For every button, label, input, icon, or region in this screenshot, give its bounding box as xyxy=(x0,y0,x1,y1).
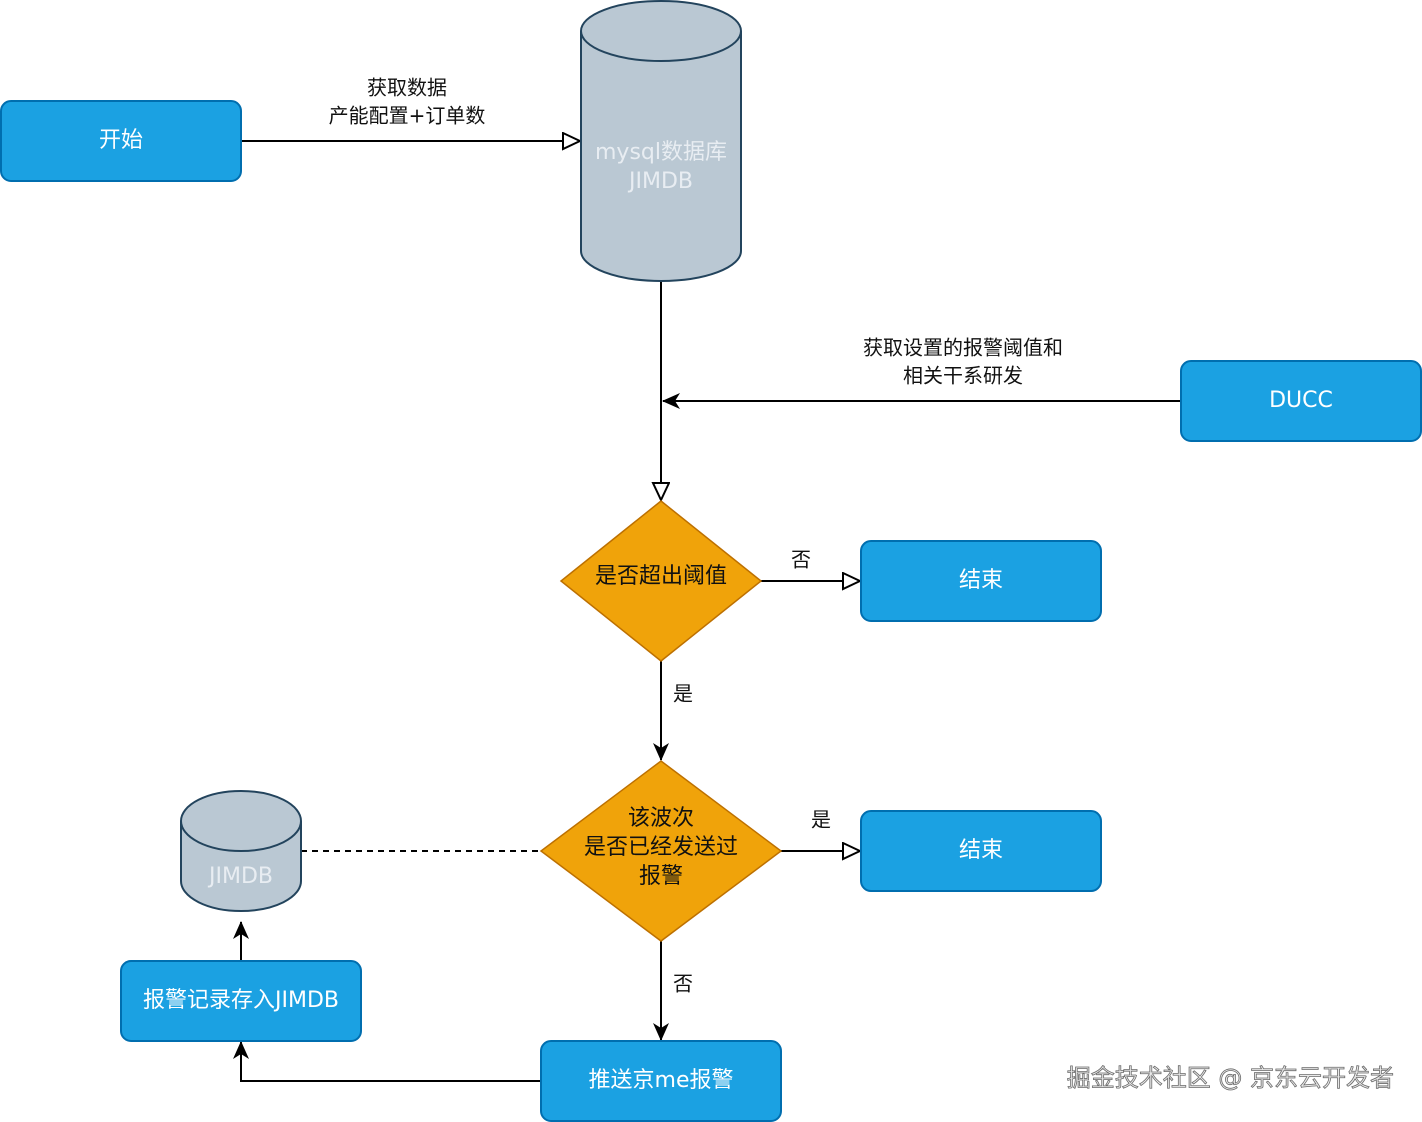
node-end-2-label: 结束 xyxy=(959,838,1003,863)
node-alert-database-label: JIMDB xyxy=(207,864,273,889)
node-main-database[interactable]: mysql数据库 JIMDB xyxy=(580,0,742,282)
edge-label-sent-no: 否 xyxy=(673,972,693,996)
watermark-text: 掘金技术社区 @ 京东云开发者 xyxy=(1067,1064,1394,1092)
node-push-alert-label: 推送京me报警 xyxy=(589,1068,734,1093)
node-end-1[interactable]: 结束 xyxy=(860,540,1102,622)
edge-label-sent-yes: 是 xyxy=(811,808,831,832)
edge-label-fetch-threshold-line1: 获取设置的报警阈值和 xyxy=(863,336,1063,360)
node-main-database-label-line1: mysql数据库 xyxy=(595,140,727,165)
node-save-record[interactable]: 报警记录存入JIMDB xyxy=(120,960,362,1042)
edge-label-fetch-threshold-line2: 相关干系研发 xyxy=(903,364,1023,388)
node-ducc[interactable]: DUCC xyxy=(1180,360,1422,442)
node-end-2[interactable]: 结束 xyxy=(860,810,1102,892)
edge-push-to-save xyxy=(233,1041,541,1082)
node-end-1-label: 结束 xyxy=(959,568,1003,593)
node-sent-decision-label-line3: 报警 xyxy=(639,864,683,889)
node-alert-database[interactable]: JIMDB xyxy=(180,790,302,912)
node-sent-decision[interactable]: 该波次 是否已经发送过 报警 xyxy=(539,760,783,942)
edge-label-fetch-data-line1: 获取数据 xyxy=(367,76,447,100)
node-sent-decision-label-line2: 是否已经发送过 xyxy=(584,835,738,860)
node-start-label: 开始 xyxy=(99,128,143,153)
node-sent-decision-label-line1: 该波次 xyxy=(628,806,694,831)
node-start[interactable]: 开始 xyxy=(0,100,242,182)
edge-label-threshold-no: 否 xyxy=(791,548,811,572)
node-threshold-decision-label: 是否超出阈值 xyxy=(595,564,727,589)
node-threshold-decision[interactable]: 是否超出阈值 xyxy=(559,500,763,662)
node-push-alert[interactable]: 推送京me报警 xyxy=(540,1040,782,1122)
node-ducc-label: DUCC xyxy=(1269,388,1333,413)
node-save-record-label: 报警记录存入JIMDB xyxy=(143,988,339,1013)
node-main-database-label-line2: JIMDB xyxy=(627,169,693,194)
edge-label-threshold-yes: 是 xyxy=(673,682,693,706)
edge-label-fetch-data-line2: 产能配置+订单数 xyxy=(329,104,486,128)
